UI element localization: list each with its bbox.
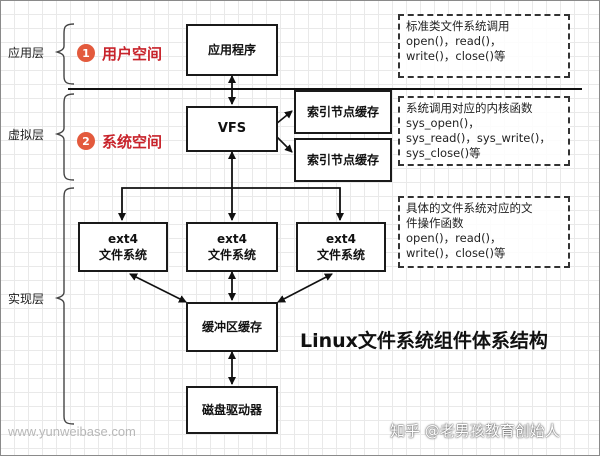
box-application-label: 应用程序 [207,43,256,57]
box-inode-cache-1-label: 索引节点缓存 [306,105,379,119]
diagram-title: Linux文件系统组件体系结构 [300,330,548,352]
box-ext4-middle: ext4 文件系统 [186,222,278,272]
note-syscalls-line: open()，read()， [406,34,502,48]
arrow-ext4-left-buffer [129,273,187,303]
box-ext4-right: ext4 文件系统 [296,222,386,272]
note-fs-line: open()，read()， [406,231,502,245]
note-kernel-line: sys_open()， [406,116,480,130]
note-kernel-line: sys_read()，sys_write()， [406,131,551,145]
note-kernel-line: sys_close()等 [406,146,481,160]
watermark-left: www.yunweibase.com [8,424,136,439]
note-syscalls-line: 标准类文件系统调用 [406,19,510,33]
note-fs-line: 具体的文件系统对应的文 [406,201,533,215]
box-inode-cache-1: 索引节点缓存 [294,90,392,134]
ext4-right-line2: 文件系统 [316,248,365,262]
arrow-vfs-ext4-right [232,187,344,221]
box-buffer-cache: 缓冲区缓存 [186,302,278,352]
label-system-space: 系统空间 [102,133,163,151]
badge-user-space: 1 [77,44,95,62]
brace-impl-layer [54,187,75,425]
note-fs-line: 件操作函数 [406,216,464,230]
note-fs-line: write()，close()等 [406,246,506,260]
box-inode-cache-2: 索引节点缓存 [294,138,392,182]
layer-label-app: 应用层 [8,46,45,60]
box-disk-driver-label: 磁盘驱动器 [201,403,262,417]
box-ext4-left: ext4 文件系统 [78,222,168,272]
layer-label-impl: 实现层 [8,292,45,306]
note-fs-operations: 具体的文件系统对应的文 件操作函数 open()，read()， write()… [398,196,570,268]
note-syscalls: 标准类文件系统调用 open()，read()， write()，close()… [398,14,570,78]
note-kernel-line: 系统调用对应的内核函数 [406,101,533,115]
watermark-right: 知乎 @老男孩教育创始人 [390,422,560,440]
ext4-left-line1: ext4 [108,232,138,246]
layer-label-virtual: 虚拟层 [8,128,45,142]
ext4-left-line2: 文件系统 [98,248,147,262]
box-buffer-cache-label: 缓冲区缓存 [201,320,262,334]
badge-system-space: 2 [77,132,95,150]
ext4-right-line1: ext4 [326,232,356,246]
ext4-middle-line2: 文件系统 [207,248,256,262]
arrow-vfs-ext4-left [118,187,232,221]
arrow-vfs-inode1 [275,110,293,125]
brace-app-layer [54,23,75,85]
label-user-space: 用户空间 [102,45,163,63]
box-application: 应用程序 [186,24,278,76]
note-kernel-functions: 系统调用对应的内核函数 sys_open()， sys_read()，sys_w… [398,96,570,166]
box-vfs: VFS [186,106,278,152]
arrow-ext4-right-buffer [277,273,333,303]
box-disk-driver: 磁盘驱动器 [186,386,278,434]
arrow-vfs-inode2 [275,135,293,153]
ext4-middle-line1: ext4 [217,232,247,246]
box-vfs-label: VFS [217,121,247,136]
note-syscalls-line: write()，close()等 [406,49,506,63]
brace-virtual-layer [54,93,75,181]
box-inode-cache-2-label: 索引节点缓存 [306,153,379,167]
